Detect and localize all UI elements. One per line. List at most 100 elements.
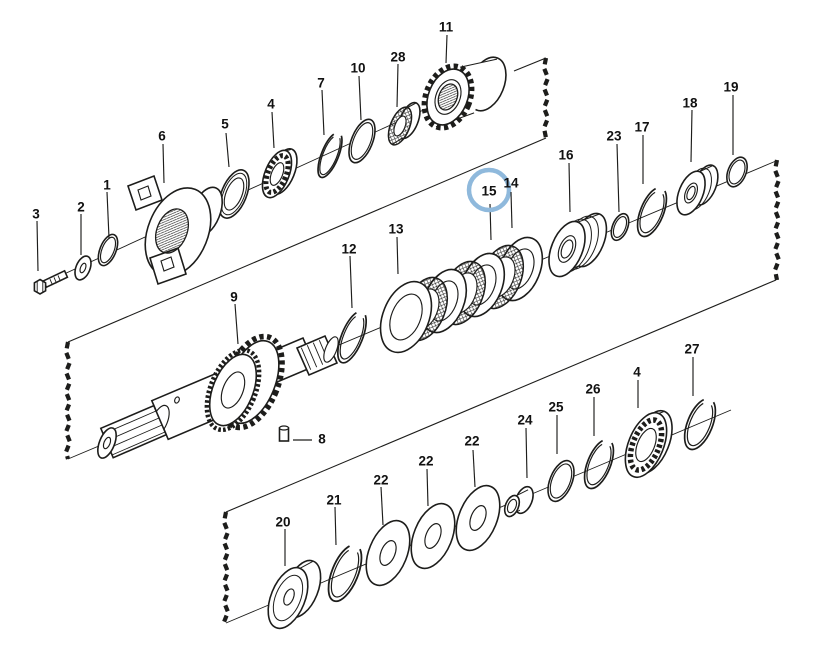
callout-label[interactable]: 22 — [373, 473, 388, 488]
callout-22-washer[interactable]: 22 — [373, 473, 389, 526]
callout-21-circlip[interactable]: 21 — [326, 493, 342, 546]
callout-label[interactable]: 2 — [77, 200, 85, 215]
part-7-circlip — [317, 131, 343, 179]
part-10-ring — [348, 118, 376, 164]
leader-line — [380, 486, 384, 526]
part-18-hub — [676, 164, 719, 216]
callout-13-disc[interactable]: 13 — [388, 222, 404, 275]
callout-14-disc[interactable]: 14 — [503, 176, 519, 229]
callout-label[interactable]: 18 — [682, 96, 698, 111]
callout-4-ball-bearing[interactable]: 4 — [633, 365, 641, 409]
callout-label[interactable]: 26 — [585, 382, 601, 397]
break-line-left — [63, 341, 73, 460]
part-2-washer — [74, 255, 92, 281]
callout-label[interactable]: 14 — [503, 176, 519, 191]
callout-8-set-screw[interactable]: 8 — [293, 432, 326, 447]
leader-line — [334, 506, 337, 546]
callout-label[interactable]: 25 — [548, 400, 564, 415]
callout-label[interactable]: 6 — [158, 129, 166, 144]
leader-line — [690, 109, 693, 163]
part-22-washer-2 — [410, 502, 456, 570]
part-16-hub — [548, 212, 608, 278]
callout-4-ball-bearing[interactable]: 4 — [267, 97, 275, 149]
callout-5-seal-ring[interactable]: 5 — [221, 117, 230, 168]
callout-label[interactable]: 11 — [439, 20, 454, 35]
callout-10-ring[interactable]: 10 — [350, 61, 366, 121]
leader-line — [525, 427, 528, 479]
part-5-seal-ring — [218, 169, 250, 219]
callout-6-drive-yoke[interactable]: 6 — [158, 129, 166, 184]
callout-label[interactable]: 12 — [341, 242, 356, 257]
callout-label[interactable]: 4 — [633, 365, 641, 380]
callout-27-circlip[interactable]: 27 — [684, 342, 700, 397]
callout-label[interactable]: 22 — [418, 454, 433, 469]
disc-plain-large — [379, 280, 433, 354]
callout-label[interactable]: 24 — [517, 413, 533, 428]
callout-20-housing-cup[interactable]: 20 — [275, 515, 291, 567]
part-20-housing-cup — [267, 559, 322, 630]
callout-label[interactable]: 19 — [723, 80, 738, 95]
callout-3-hex-bolt[interactable]: 3 — [32, 207, 40, 272]
callout-label[interactable]: 7 — [317, 76, 325, 91]
callout-label[interactable]: 9 — [230, 290, 238, 305]
callout-18-hub[interactable]: 18 — [682, 96, 698, 163]
leader-line — [616, 143, 620, 213]
part-12-circlip — [336, 310, 368, 364]
callout-label[interactable]: 1 — [103, 178, 111, 193]
callout-22-washer[interactable]: 22 — [418, 454, 434, 507]
leader-line — [568, 162, 571, 213]
leader-line — [321, 89, 325, 136]
callout-label[interactable]: 27 — [684, 342, 699, 357]
part-3-hex-bolt — [33, 269, 69, 295]
part-23-o-ring — [610, 212, 630, 242]
callout-label[interactable]: 28 — [390, 50, 406, 65]
callout-label[interactable]: 10 — [350, 61, 365, 76]
boundary-top-short — [513, 57, 547, 72]
part-22-washer-1 — [365, 519, 411, 587]
callout-24-bushing[interactable]: 24 — [517, 413, 533, 479]
break-lines — [63, 57, 782, 627]
callout-22-washer[interactable]: 22 — [464, 434, 480, 488]
callout-label[interactable]: 20 — [275, 515, 290, 530]
callout-28-needle-bearing[interactable]: 28 — [390, 50, 406, 108]
leader-line — [162, 143, 165, 184]
leader-line — [510, 191, 513, 229]
leader-line — [36, 220, 39, 272]
callout-label[interactable]: 15 — [481, 184, 497, 199]
callout-label[interactable]: 22 — [464, 434, 479, 449]
callout-label[interactable]: 21 — [326, 493, 342, 508]
callout-11-clutch-gear[interactable]: 11 — [439, 20, 454, 64]
part-28-needle-bearing — [387, 101, 421, 146]
callout-9-shaft-with-gear[interactable]: 9 — [230, 290, 239, 345]
callout-12-circlip[interactable]: 12 — [341, 242, 357, 309]
part-11-clutch-gear — [421, 56, 507, 131]
callout-label[interactable]: 3 — [32, 207, 40, 222]
leader-line — [472, 449, 476, 488]
callout-15-friction-disc[interactable]: 15 — [466, 167, 512, 241]
callout-19-o-ring[interactable]: 19 — [723, 80, 739, 156]
callout-label[interactable]: 13 — [388, 222, 404, 237]
splined-bore — [154, 208, 190, 254]
callout-25-o-ring[interactable]: 25 — [548, 400, 564, 455]
leader-line — [445, 34, 448, 64]
callout-16-hub[interactable]: 16 — [558, 148, 574, 213]
callout-label[interactable]: 16 — [558, 148, 574, 163]
highlight-circle[interactable] — [466, 167, 512, 213]
break-line-top — [541, 57, 551, 139]
callout-17-circlip[interactable]: 17 — [634, 120, 650, 185]
callout-label[interactable]: 8 — [318, 432, 326, 447]
callout-label[interactable]: 17 — [634, 120, 649, 135]
callout-label[interactable]: 23 — [606, 129, 622, 144]
callout-1-o-ring[interactable]: 1 — [103, 178, 111, 239]
callout-7-circlip[interactable]: 7 — [317, 76, 325, 136]
splined-bore — [437, 83, 459, 111]
callout-26-circlip[interactable]: 26 — [585, 382, 601, 437]
callout-label[interactable]: 4 — [267, 97, 275, 112]
callout-2-washer[interactable]: 2 — [77, 200, 85, 256]
part-17-circlip — [636, 186, 668, 238]
leader-line — [349, 255, 353, 309]
callout-23-o-ring[interactable]: 23 — [606, 129, 622, 213]
callout-label[interactable]: 5 — [221, 117, 229, 132]
